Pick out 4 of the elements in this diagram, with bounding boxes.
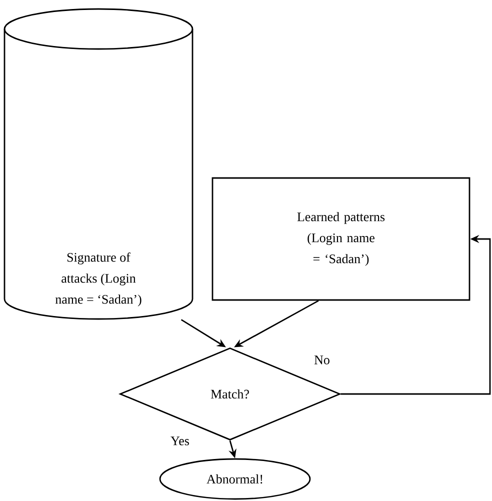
node-label: Signature of attacks (Login name = ‘Sadan’) <box>55 252 142 306</box>
edge-label: No <box>313 354 331 366</box>
database-cylinder: Signature of attacks (Login name = ‘Sadan’) <box>4 8 194 320</box>
process-box: Learned patterns (Login name = ‘Sadan’) <box>212 177 470 301</box>
